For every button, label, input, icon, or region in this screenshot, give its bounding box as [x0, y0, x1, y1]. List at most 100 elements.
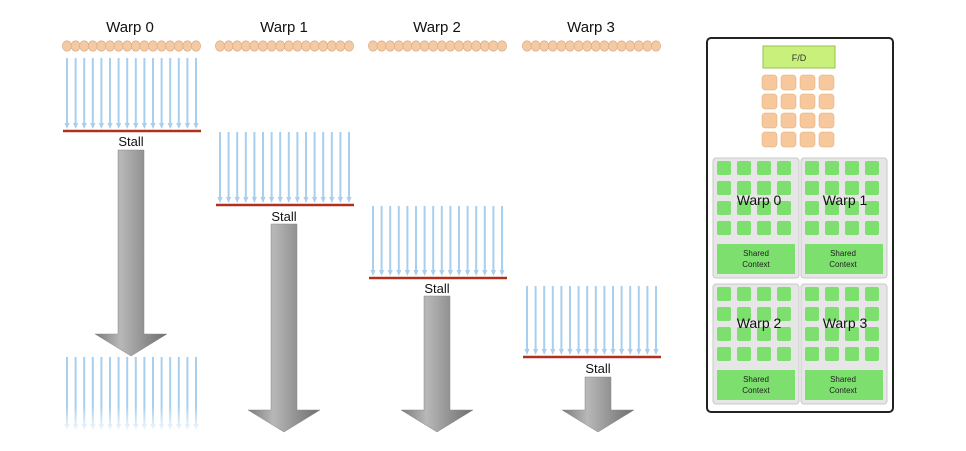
- core-cell: [805, 327, 819, 341]
- thread-bead-warp-2: [488, 40, 499, 52]
- thread-bead-warp-0: [96, 40, 107, 52]
- instruction-arrowhead: [413, 270, 419, 276]
- warp-1-stall-label: Stall: [271, 209, 296, 224]
- instruction-arrowhead: [107, 123, 113, 129]
- instruction-arrowhead: [576, 349, 582, 355]
- instruction-arrowhead: [124, 123, 130, 129]
- stall-arrow-warp-2: [400, 295, 474, 433]
- thread-bead-warp-3: [522, 40, 532, 52]
- shared-context-1: [805, 244, 883, 274]
- instruction-arrowhead: [404, 270, 410, 276]
- thread-bead-warp-0: [165, 40, 176, 52]
- alu-grid: [761, 74, 835, 148]
- instruction-arrowhead: [193, 123, 199, 129]
- thread-bead-warp-3: [582, 40, 593, 52]
- core-cell: [845, 181, 859, 195]
- shared-context-2-line2: Context: [742, 386, 770, 395]
- thread-bead-warp-2: [479, 40, 490, 52]
- thread-bead-warp-1: [301, 40, 311, 52]
- core-cell: [717, 287, 731, 301]
- shared-context-3-line2: Context: [829, 386, 857, 395]
- core-cell: [845, 287, 859, 301]
- core-cell: [777, 347, 791, 361]
- core-cell: [825, 307, 839, 321]
- core-cell: [737, 201, 751, 215]
- core-cell: [717, 307, 731, 321]
- quadrant-1-label: Warp 1: [823, 192, 868, 208]
- core-cell: [777, 201, 791, 215]
- instruction-arrowhead: [533, 349, 539, 355]
- instruction-arrowhead: [456, 270, 462, 276]
- instruction-arrowhead: [567, 349, 573, 355]
- shared-context-3-line1: Shared: [830, 375, 856, 384]
- instruction-arrowhead: [226, 197, 232, 203]
- instruction-arrowhead: [64, 123, 70, 129]
- shared-context-0: [717, 244, 795, 274]
- instruction-arrowhead: [260, 197, 266, 203]
- shared-context-2: [717, 370, 795, 400]
- core-cell: [737, 287, 751, 301]
- thread-bead-warp-1: [283, 40, 294, 52]
- instruction-arrowhead: [312, 197, 318, 203]
- core-cell: [717, 327, 731, 341]
- thread-bead-warp-2: [376, 40, 387, 52]
- thread-bead-warp-0: [139, 40, 150, 52]
- instruction-streams: [61, 58, 659, 432]
- thread-bead-warp-0: [105, 40, 115, 52]
- warp-3-stream: [524, 286, 659, 355]
- instruction-arrowhead: [269, 197, 275, 203]
- core-cell: [757, 181, 771, 195]
- instruction-arrowhead: [90, 123, 96, 129]
- instruction-arrowhead: [294, 197, 300, 203]
- quadrant-0-label: Warp 0: [737, 192, 782, 208]
- instruction-arrowhead: [584, 349, 590, 355]
- core-cell: [717, 161, 731, 175]
- shared-context-0-line2: Context: [742, 260, 770, 269]
- warp-1-title: Warp 1: [260, 19, 308, 36]
- thread-bead-warp-1: [223, 40, 234, 52]
- core-cell: [777, 181, 791, 195]
- core-cell: [757, 161, 771, 175]
- thread-bead-warp-1: [309, 40, 320, 52]
- core-cell: [845, 201, 859, 215]
- instruction-arrowhead: [73, 123, 79, 129]
- shared-context-1-line2: Context: [829, 260, 857, 269]
- core-cell: [737, 327, 751, 341]
- alu-box: [818, 74, 835, 91]
- instruction-arrowhead: [593, 349, 599, 355]
- thread-bead-warp-1: [335, 40, 346, 52]
- thread-bead-warp-3: [616, 40, 627, 52]
- stall-arrow-warp-0: [94, 149, 168, 357]
- core-cell: [825, 287, 839, 301]
- thread-bead-warp-3: [573, 40, 584, 52]
- instruction-arrowhead: [465, 270, 471, 276]
- core-cell: [757, 201, 771, 215]
- thread-bead-warp-3: [590, 40, 601, 52]
- core-cell: [805, 287, 819, 301]
- warp-0-title: Warp 0: [106, 19, 154, 36]
- warp-0-stall-label: Stall: [118, 134, 143, 149]
- thread-bead-rows: [62, 40, 661, 52]
- core-cell: [865, 307, 879, 321]
- core-cell: [737, 181, 751, 195]
- core-cell: [777, 287, 791, 301]
- stall-lines: [63, 129, 661, 359]
- quadrant-warp-1: Warp 1 Shared Context: [800, 157, 888, 279]
- thread-bead-warp-3: [633, 40, 644, 52]
- quadrant-2-label: Warp 2: [737, 315, 782, 331]
- instruction-arrowhead: [81, 123, 87, 129]
- core-cell: [825, 347, 839, 361]
- alu-box: [780, 112, 797, 129]
- instruction-arrowhead: [320, 197, 326, 203]
- core-cell: [777, 307, 791, 321]
- fetch-decode-box: [762, 45, 836, 69]
- thread-bead-warp-3: [539, 40, 550, 52]
- core-cell: [865, 161, 879, 175]
- instruction-arrowhead: [601, 349, 607, 355]
- quadrant-3-label: Warp 3: [823, 315, 868, 331]
- core-cell: [717, 347, 731, 361]
- instruction-arrowhead: [217, 197, 223, 203]
- quadrant-warp-0: Warp 0 Shared Context: [712, 157, 800, 279]
- instruction-arrowhead: [337, 197, 343, 203]
- alu-box: [780, 93, 797, 110]
